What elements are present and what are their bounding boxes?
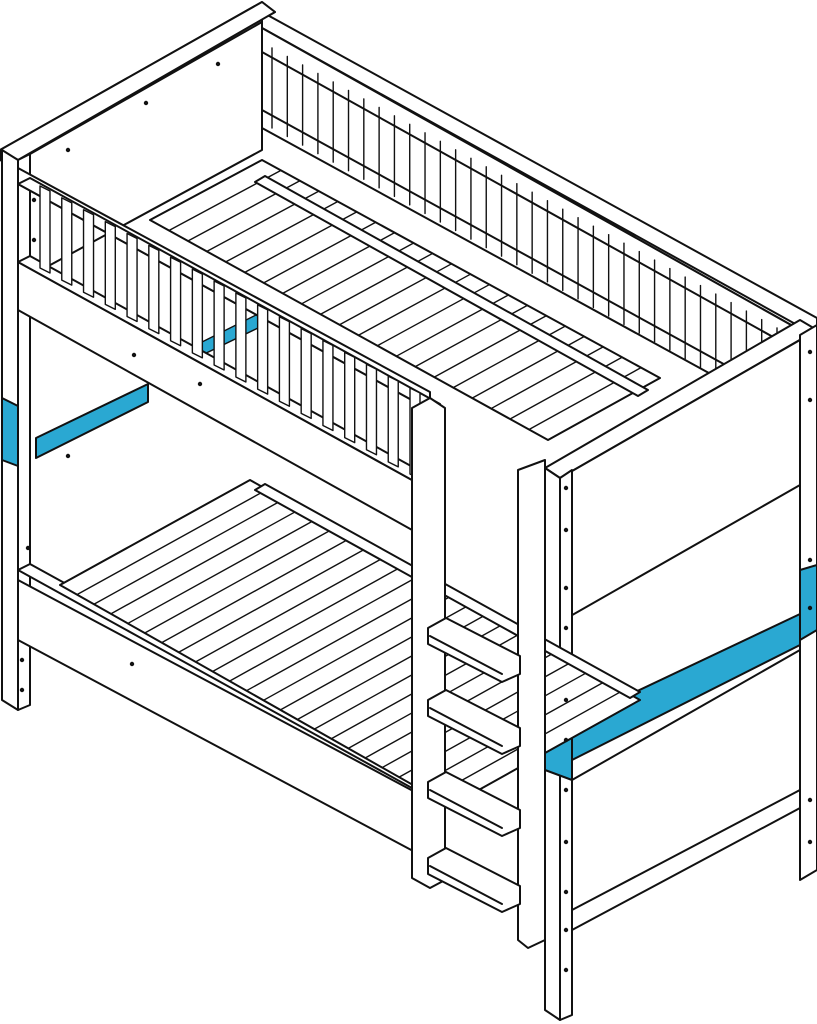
front-guard-slat [191,268,204,359]
mounting-hole [215,61,221,67]
mounting-hole [143,100,149,106]
front-guard-slat [169,256,182,347]
mounting-hole [807,797,813,803]
front-guard-slat [344,351,356,444]
front-guard-slat [39,185,51,274]
mounting-hole [19,657,25,663]
lower-deck-slat [194,555,387,663]
front-guard-slat [213,280,225,371]
front-guard-slat [365,363,378,456]
mounting-hole [563,889,569,895]
mounting-hole [19,687,25,693]
ladder-step [427,847,521,913]
front-guard-slat [126,232,138,323]
ladder-step-edge [429,707,503,747]
lower-deck-slat [144,527,336,634]
ladder-steps [427,617,521,913]
front-guard-slat [300,327,312,420]
ladder-step [427,771,521,837]
mounting-hole [807,557,813,563]
ladder-step [427,617,521,683]
mounting-hole [563,527,569,533]
front-guard-slat [104,220,116,311]
front-guard-slat [387,375,399,468]
mounting-hole [563,927,569,933]
mounting-hole [31,237,37,243]
mounting-hole [563,967,569,973]
mounting-hole [65,147,71,153]
ladder-step-edge [429,635,503,675]
front-guard-slat [256,304,269,395]
lower-deck-slat [228,574,421,682]
lower-deck-slat [177,546,370,653]
mounting-hole [563,787,569,793]
mounting-hole [131,352,137,358]
mounting-hole [563,485,569,491]
mounting-hole [807,605,813,611]
front-guard-slat [322,339,334,432]
ladder-step-edge [429,789,503,829]
mounting-hole [563,737,569,743]
ladder-step-edge [429,865,503,905]
mounting-hole [563,625,569,631]
mounting-hole [65,453,71,459]
mounting-hole [31,197,37,203]
lower-deck-slat [59,479,251,586]
mounting-hole [807,397,813,403]
front-guard-slat [278,316,291,407]
upper-deck-slat [149,159,263,221]
lower-deck-slat [161,536,353,644]
lower-deck-slat [93,498,285,605]
right-end-rail-highlight [544,564,817,781]
mounting-hole [807,839,813,845]
lower-deck-slat [110,507,302,615]
mounting-hole [563,585,569,591]
mounting-hole [807,349,813,355]
front-guard-slat [82,209,95,298]
upper-deck-center-bar [254,175,649,397]
mounting-hole [129,661,135,667]
mounting-hole [25,545,31,551]
ladder-step [427,689,521,755]
front-guard-slat [235,292,247,383]
mounting-hole [563,697,569,703]
ladder [411,397,546,949]
mounting-holes [19,61,813,973]
mounting-hole [563,839,569,845]
mounting-hole [197,381,203,387]
lower-deck-slat [245,584,438,692]
lower-deck-slat [127,517,319,625]
lower-deck-slat [76,488,268,596]
front-guard-slat [148,244,160,335]
front-guard-slat [61,197,73,286]
lower-deck-slat [211,565,404,673]
